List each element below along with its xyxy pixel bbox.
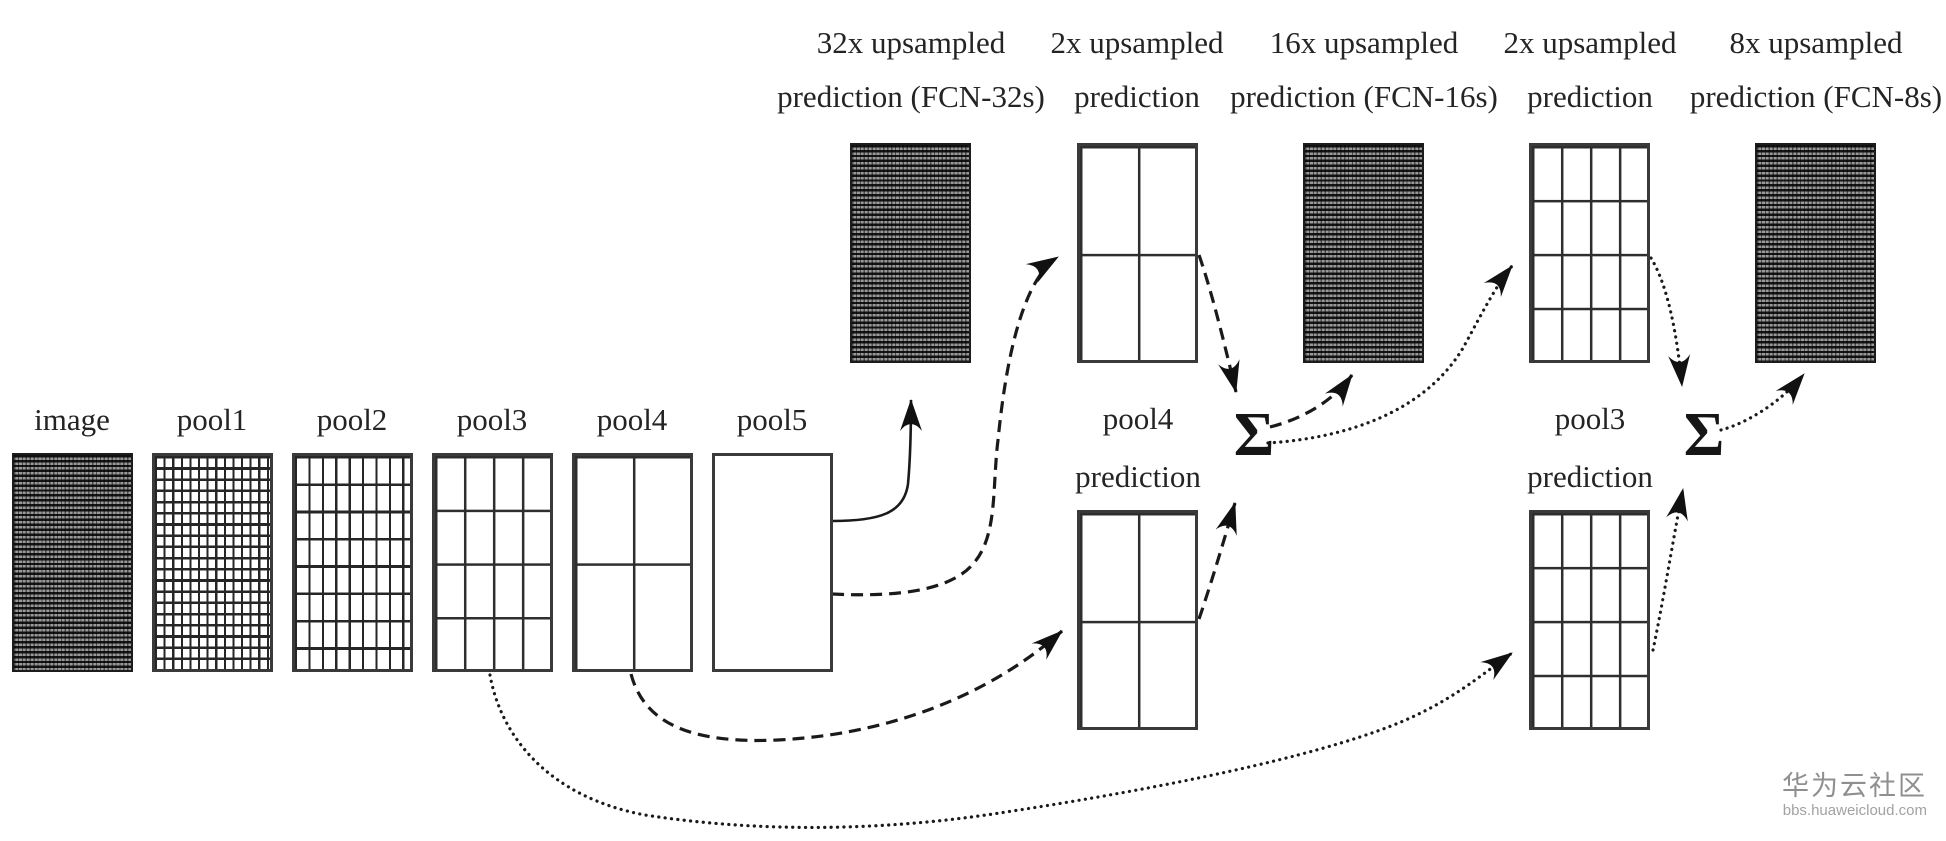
label-line: prediction [1527,79,1653,114]
arrow-pool5-to-2x-upsampled [831,255,1059,597]
pool3-grid [432,453,553,672]
pool1-grid [152,453,273,672]
label-2x-upsampled-2: 2x upsampled prediction [1503,16,1676,124]
label-line: prediction (FCN-16s) [1230,79,1498,114]
label-line: 2x upsampled [1503,25,1677,60]
pool4-prediction-box [1077,510,1198,730]
arrow-pool4-to-pool4-prediction [629,629,1064,743]
sum-node-2: Σ [1683,401,1725,469]
label-pool2: pool2 [316,402,388,437]
label-pool3: pool3 [456,402,528,437]
arrow-pool3-prediction-to-sum2 [1651,487,1688,652]
label-pool4-prediction: pool4 prediction [1075,390,1201,506]
arrow-sum1-to-fcn16 [1269,374,1354,429]
label-line: 32x upsampled [816,25,1006,60]
label-line: prediction (FCN-32s) [777,79,1045,114]
label-line: prediction [1527,459,1653,494]
label-pool5: pool5 [736,402,808,437]
label-fcn32s: 32x upsampled prediction (FCN-32s) [777,16,1045,124]
label-pool4: pool4 [596,402,668,437]
watermark-brand: 华为云社区 [1782,771,1927,801]
label-line: 16x upsampled [1269,25,1459,60]
fcn32s-prediction-grid [850,143,971,363]
label-2x-upsampled-1: 2x upsampled prediction [1050,16,1223,124]
pool5-box [712,453,833,672]
label-fcn16s: 16x upsampled prediction (FCN-16s) [1230,16,1498,124]
label-line: pool4 [1102,401,1174,436]
upsampled-2x-box-1 [1077,143,1198,363]
pool3-prediction-box [1529,510,1650,730]
arrow-pool3-to-pool3-prediction [488,651,1514,830]
sum-node-1: Σ [1233,401,1275,469]
label-fcn8s: 8x upsampled prediction (FCN-8s) [1690,16,1942,124]
fcn16s-prediction-grid [1303,143,1424,363]
label-line: prediction [1075,459,1201,494]
watermark-site: bbs.huaweicloud.com [1782,802,1927,820]
upsampled-2x-box-2 [1529,143,1650,363]
pool2-grid [292,453,413,672]
arrow-2x-upsampled-2-to-sum2 [1649,256,1691,388]
pool4-grid [572,453,693,672]
label-pool1: pool1 [176,402,248,437]
image-grid [12,453,133,672]
label-pool3-prediction: pool3 prediction [1527,390,1653,506]
arrow-pool4-prediction-to-sum1 [1197,502,1237,620]
label-line: 8x upsampled [1729,25,1903,60]
label-line: 2x upsampled [1050,25,1224,60]
fcn8s-prediction-grid [1755,143,1876,363]
arrow-sum1-to-2x-upsampled-2 [1266,264,1514,445]
arrow-sum2-to-fcn8 [1719,372,1806,432]
label-line: prediction [1074,79,1200,114]
arrow-2x-upsampled-to-sum1 [1197,254,1240,393]
label-image: image [34,402,110,437]
watermark: 华为云社区 bbs.huaweicloud.com [1782,771,1927,819]
arrow-pool5-to-fcn32s [831,399,922,523]
label-line: prediction (FCN-8s) [1689,79,1943,114]
label-line: pool3 [1554,401,1626,436]
